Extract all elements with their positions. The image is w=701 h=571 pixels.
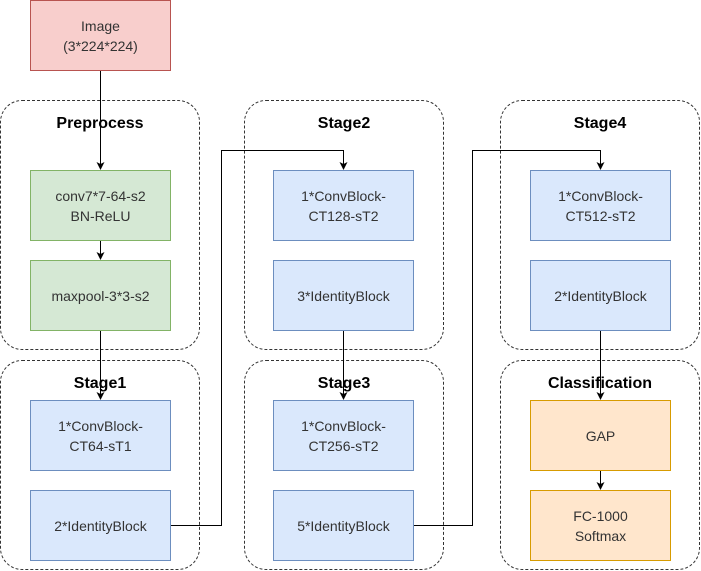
node-stage2-convblock: 1*ConvBlock- CT128-sT2	[273, 170, 414, 241]
node-stage3-convblock: 1*ConvBlock- CT256-sT2	[273, 400, 414, 471]
group-title-stage3: Stage3	[317, 375, 371, 392]
node-stage1-convblock: 1*ConvBlock- CT64-sT1	[30, 400, 171, 471]
node-fc-softmax-line2: Softmax	[574, 527, 627, 544]
node-conv7x7-line2: BN-ReLU	[70, 207, 131, 224]
node-stage3-identity: 5*IdentityBlock	[273, 490, 414, 561]
node-stage3-convblock-line1: 1*ConvBlock-	[301, 417, 386, 434]
group-title-stage1: Stage1	[73, 375, 127, 392]
node-stage4-convblock: 1*ConvBlock- CT512-sT2	[530, 170, 671, 241]
node-stage4-identity: 2*IdentityBlock	[530, 260, 671, 331]
node-input-image: Image (3*224*224)	[30, 0, 171, 71]
node-gap: GAP	[530, 400, 671, 471]
node-maxpool: maxpool-3*3-s2	[30, 260, 171, 331]
node-stage2-convblock-line2: CT128-sT2	[308, 207, 379, 224]
node-stage1-identity: 2*IdentityBlock	[30, 490, 171, 561]
node-stage4-convblock-line2: CT512-sT2	[565, 207, 636, 224]
group-title-preprocess: Preprocess	[56, 115, 144, 132]
node-conv7x7-line1: conv7*7-64-s2	[55, 187, 146, 204]
node-stage1-convblock-line1: 1*ConvBlock-	[58, 417, 143, 434]
node-input-image-line1: Image	[81, 17, 120, 34]
node-conv7x7: conv7*7-64-s2 BN-ReLU	[30, 170, 171, 241]
node-fc-softmax-line1: FC-1000	[573, 507, 628, 524]
node-stage1-identity-line1: 2*IdentityBlock	[54, 517, 147, 534]
group-title-stage4: Stage4	[573, 115, 627, 132]
node-stage2-identity: 3*IdentityBlock	[273, 260, 414, 331]
group-title-classification: Classification	[547, 375, 653, 392]
node-stage2-convblock-line1: 1*ConvBlock-	[301, 187, 386, 204]
node-maxpool-line1: maxpool-3*3-s2	[51, 287, 150, 304]
node-stage3-identity-line1: 5*IdentityBlock	[297, 517, 390, 534]
node-gap-line1: GAP	[585, 427, 616, 444]
node-fc-softmax: FC-1000 Softmax	[530, 490, 671, 561]
node-stage3-convblock-line2: CT256-sT2	[308, 437, 379, 454]
node-stage4-identity-line1: 2*IdentityBlock	[554, 287, 647, 304]
node-stage4-convblock-line1: 1*ConvBlock-	[558, 187, 643, 204]
group-title-stage2: Stage2	[317, 115, 371, 132]
node-stage2-identity-line1: 3*IdentityBlock	[297, 287, 390, 304]
node-input-image-line2: (3*224*224)	[63, 37, 138, 54]
node-stage1-convblock-line2: CT64-sT1	[69, 437, 132, 454]
